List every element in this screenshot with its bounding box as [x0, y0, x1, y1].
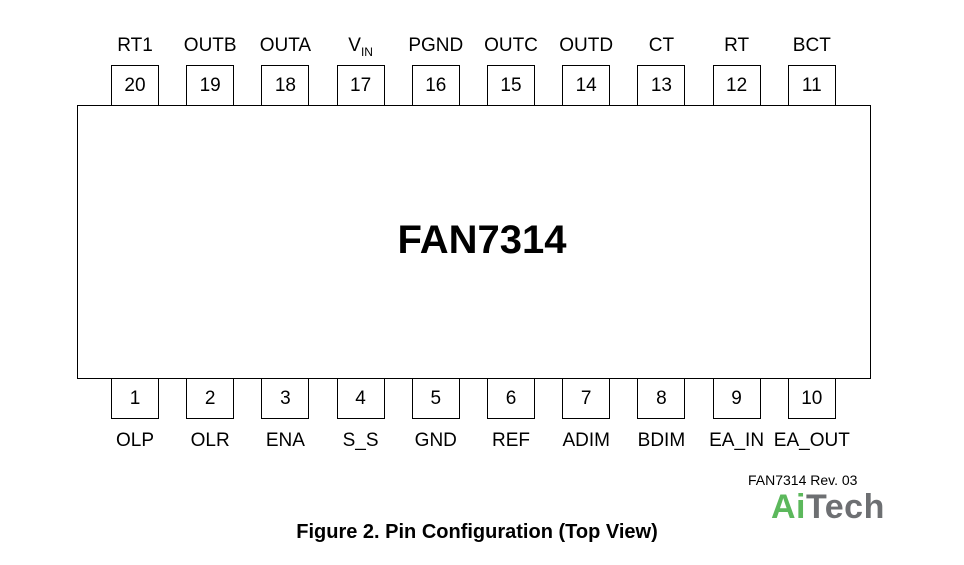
top-pin-16: 16 [411, 65, 460, 105]
bottom-pin-3: 3 [261, 379, 310, 419]
top-pin-label-11: BCT [762, 35, 862, 57]
pin-label-text: V [348, 35, 361, 56]
pin-number: 19 [199, 74, 221, 96]
pin-label-text: RT1 [117, 35, 153, 56]
pin-label-text: PGND [408, 35, 464, 56]
pin-label-text: CT [648, 35, 675, 56]
top-pin-19: 19 [186, 65, 235, 105]
top-pin-label-13: CT [611, 35, 711, 57]
pin-number: 13 [650, 74, 672, 96]
pin-number: 15 [500, 74, 522, 96]
pin-label-text: ADIM [562, 430, 610, 451]
pin-number: 9 [731, 387, 742, 409]
figure-caption: Figure 2. Pin Configuration (Top View) [296, 521, 658, 543]
bottom-pin-1: 1 [111, 379, 159, 419]
top-pin-label-14: OUTD [536, 35, 636, 57]
top-pin-label-12: RT [687, 35, 787, 57]
bottom-pin-8: 8 [637, 379, 686, 419]
pin-number: 14 [575, 74, 597, 96]
pin-number: 20 [124, 74, 146, 96]
bottom-pin-label-7: ADIM [536, 430, 636, 452]
top-pin-20: 20 [111, 65, 159, 105]
pin-number: 6 [505, 387, 517, 409]
top-pin-label-20: RT1 [85, 35, 185, 57]
watermark-part1: Ai [771, 488, 806, 526]
pin-label-text: EA_IN [709, 430, 765, 451]
bottom-pin-5: 5 [411, 379, 460, 419]
pin-label-text: OUTD [559, 35, 614, 56]
bottom-pin-label-3: ENA [235, 430, 335, 452]
bottom-pin-label-2: OLR [160, 430, 260, 452]
bottom-pin-6: 6 [487, 379, 535, 419]
pin-label-text: S_S [342, 430, 379, 451]
pin-number: 8 [656, 387, 667, 409]
top-pin-label-16: PGND [386, 35, 486, 57]
top-pin-label-19: OUTB [160, 35, 260, 57]
pin-label-text: OLP [115, 430, 155, 451]
pin-label-subscript: IN [360, 45, 373, 59]
top-pin-12: 12 [712, 65, 761, 105]
bottom-pin-label-1: OLP [85, 430, 185, 452]
pin-label-text: ENA [265, 430, 305, 451]
pin-number: 1 [129, 387, 141, 409]
bottom-pin-7: 7 [562, 379, 611, 419]
pin-number: 3 [280, 387, 291, 409]
bottom-pin-2: 2 [186, 379, 235, 419]
bottom-pin-10: 10 [787, 379, 836, 419]
bottom-pin-label-8: BDIM [611, 430, 711, 452]
top-pin-label-17: VIN [311, 35, 411, 63]
pin-number: 4 [355, 387, 366, 409]
chip-body [77, 105, 871, 379]
pin-number: 5 [430, 387, 442, 409]
bottom-pin-4: 4 [336, 379, 385, 419]
bottom-pin-9: 9 [712, 379, 761, 419]
watermark-part2: Tech [806, 488, 885, 526]
top-pin-14: 14 [562, 65, 611, 105]
pin-label-text: REF [492, 430, 530, 451]
bottom-pin-label-10: EA_OUT [762, 430, 862, 452]
pin-label-text: BCT [792, 35, 831, 56]
bottom-pin-label-9: EA_IN [687, 430, 787, 452]
top-pin-15: 15 [487, 65, 535, 105]
pin-number: 10 [801, 387, 823, 409]
top-pin-18: 18 [261, 65, 310, 105]
top-pin-17: 17 [336, 65, 385, 105]
pin-label-text: RT [724, 35, 750, 56]
pin-label-text: OUTC [484, 35, 538, 56]
pin-label-text: EA_OUT [773, 430, 850, 451]
pin-label-text: BDIM [637, 430, 686, 451]
top-pin-label-15: OUTC [461, 35, 561, 57]
pin-number: 11 [801, 74, 822, 96]
top-pin-11: 11 [787, 65, 836, 105]
pin-number: 12 [726, 74, 748, 96]
bottom-pin-label-4: S_S [311, 430, 411, 452]
pin-number: 7 [580, 387, 592, 409]
pin-label-text: OUTB [183, 35, 237, 56]
pin-label-text: OLR [190, 430, 230, 451]
top-pin-13: 13 [637, 65, 686, 105]
pin-number: 18 [274, 74, 296, 96]
revision-label: FAN7314 Rev. 03 [748, 472, 858, 488]
bottom-pin-label-6: REF [461, 430, 561, 452]
top-pin-label-18: OUTA [235, 35, 335, 57]
pin-label-text: GND [414, 430, 457, 451]
pin-number: 16 [425, 74, 447, 96]
pin-label-text: OUTA [259, 35, 312, 56]
pin-number: 2 [204, 387, 216, 409]
bottom-pin-label-5: GND [386, 430, 486, 452]
watermark-logo: AiTech [771, 487, 885, 527]
chip-name: FAN7314 [397, 218, 567, 262]
pin-number: 17 [350, 74, 372, 96]
